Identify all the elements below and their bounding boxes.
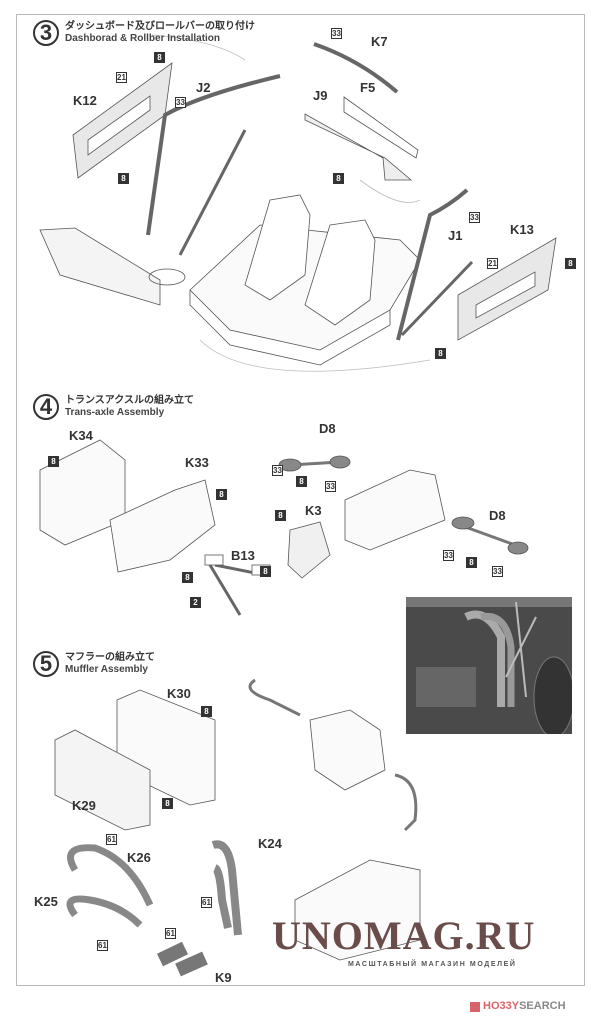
part-f5: F5 — [360, 80, 376, 95]
part-j9: J9 — [313, 88, 328, 103]
f5-glass — [343, 96, 419, 159]
paint-code-8: 8 — [162, 798, 173, 809]
part-k34: K34 — [69, 428, 93, 443]
paint-code-33: 33 — [492, 566, 503, 577]
part-k24: K24 — [258, 836, 282, 851]
paint-code-8: 8 — [275, 510, 286, 521]
part-j1: J1 — [448, 228, 463, 243]
k7-bar — [313, 42, 399, 94]
paint-code-8: 8 — [154, 52, 165, 63]
step-5-header: 5 マフラーの組み立て Muffler Assembly — [33, 651, 155, 677]
paint-code-33: 33 — [469, 212, 480, 223]
part-k30: K30 — [167, 686, 191, 701]
step-4-title-jp: トランスアクスルの組み立て — [65, 395, 194, 406]
k33-housing — [109, 479, 216, 573]
seat-left — [244, 194, 311, 301]
engine-reference-photo — [406, 597, 572, 734]
k26-pipe — [67, 844, 154, 907]
part-k33: K33 — [185, 455, 209, 470]
paint-code-21: 21 — [487, 258, 498, 269]
step-3-title-jp: ダッシュボード及びロールバーの取り付け — [65, 21, 255, 32]
paint-code-8: 8 — [466, 557, 477, 568]
k3-cover — [287, 521, 331, 579]
paint-code-61: 61 — [97, 940, 108, 951]
step-3-number: 3 — [33, 20, 59, 46]
paint-code-2: 2 — [190, 597, 201, 608]
seat-right — [304, 219, 376, 326]
part-d8-top: D8 — [319, 421, 336, 436]
step-3-title-en: Dashborad & Rollber Installation — [65, 33, 221, 44]
part-k26: K26 — [127, 850, 151, 865]
hobbysearch-brand-b: SEARCH — [519, 1000, 566, 1012]
k29-muffler — [54, 729, 151, 831]
step-5-title-jp: マフラーの組み立て — [65, 652, 155, 663]
part-d8-bottom: D8 — [489, 508, 506, 523]
step-3-header: 3 ダッシュボード及びロールバーの取り付け Dashborad & Rollbe… — [33, 20, 255, 46]
paint-code-61: 61 — [165, 928, 176, 939]
paint-code-33: 33 — [325, 481, 336, 492]
j9-frame — [304, 113, 413, 181]
step-5-number: 5 — [33, 651, 59, 677]
paint-code-8: 8 — [201, 706, 212, 717]
watermark-unomag: UNOMAG.RU — [272, 913, 536, 958]
step-4-title-en: Trans-axle Assembly — [65, 407, 165, 418]
part-k7: K7 — [371, 34, 388, 49]
part-k29: K29 — [72, 798, 96, 813]
j1-rollbar — [396, 188, 469, 341]
step-4-header: 4 トランスアクスルの組み立て Trans-axle Assembly — [33, 394, 194, 420]
part-k9: K9 — [215, 970, 232, 985]
part-k3: K3 — [305, 503, 322, 518]
paint-code-8: 8 — [48, 456, 59, 467]
paint-code-61: 61 — [201, 897, 212, 908]
transaxle-assembled — [294, 859, 421, 961]
step-5-title-en: Muffler Assembly — [65, 664, 148, 675]
k25-pipe — [66, 895, 143, 928]
paint-code-21: 21 — [116, 72, 127, 83]
hobbysearch-brand-a: HO33Y — [483, 1000, 520, 1012]
j2-rollbar — [146, 74, 281, 236]
paint-code-8: 8 — [216, 489, 227, 500]
watermark-subtitle: МАСШТАБНЫЙ МАГАЗИН МОДЕЛЕЙ — [348, 961, 517, 968]
part-j2: J2 — [196, 80, 211, 95]
step-4-number: 4 — [33, 394, 59, 420]
paint-code-33: 33 — [272, 465, 283, 476]
transaxle-main — [344, 469, 446, 551]
k9-tips — [156, 941, 208, 977]
hobbysearch-logo: HO33Y SEARCH — [470, 1000, 566, 1013]
hobbysearch-icon — [470, 1001, 480, 1012]
paint-code-33: 33 — [443, 550, 454, 561]
k24-pipes — [211, 840, 242, 936]
paint-code-33: 33 — [331, 28, 342, 39]
dashboard — [39, 227, 161, 306]
paint-code-8: 8 — [565, 258, 576, 269]
part-k25: K25 — [34, 894, 58, 909]
part-k13: K13 — [510, 222, 534, 237]
part-k12: K12 — [73, 93, 97, 108]
muffler-assembled — [309, 709, 386, 791]
paint-code-8: 8 — [260, 566, 271, 577]
paint-code-8: 8 — [182, 572, 193, 583]
paint-code-61: 61 — [106, 834, 117, 845]
paint-code-8: 8 — [296, 476, 307, 487]
paint-code-8: 8 — [333, 173, 344, 184]
instruction-frame — [16, 14, 585, 986]
paint-code-8: 8 — [435, 348, 446, 359]
paint-code-33: 33 — [175, 97, 186, 108]
part-b13: B13 — [231, 548, 255, 563]
paint-code-8: 8 — [118, 173, 129, 184]
